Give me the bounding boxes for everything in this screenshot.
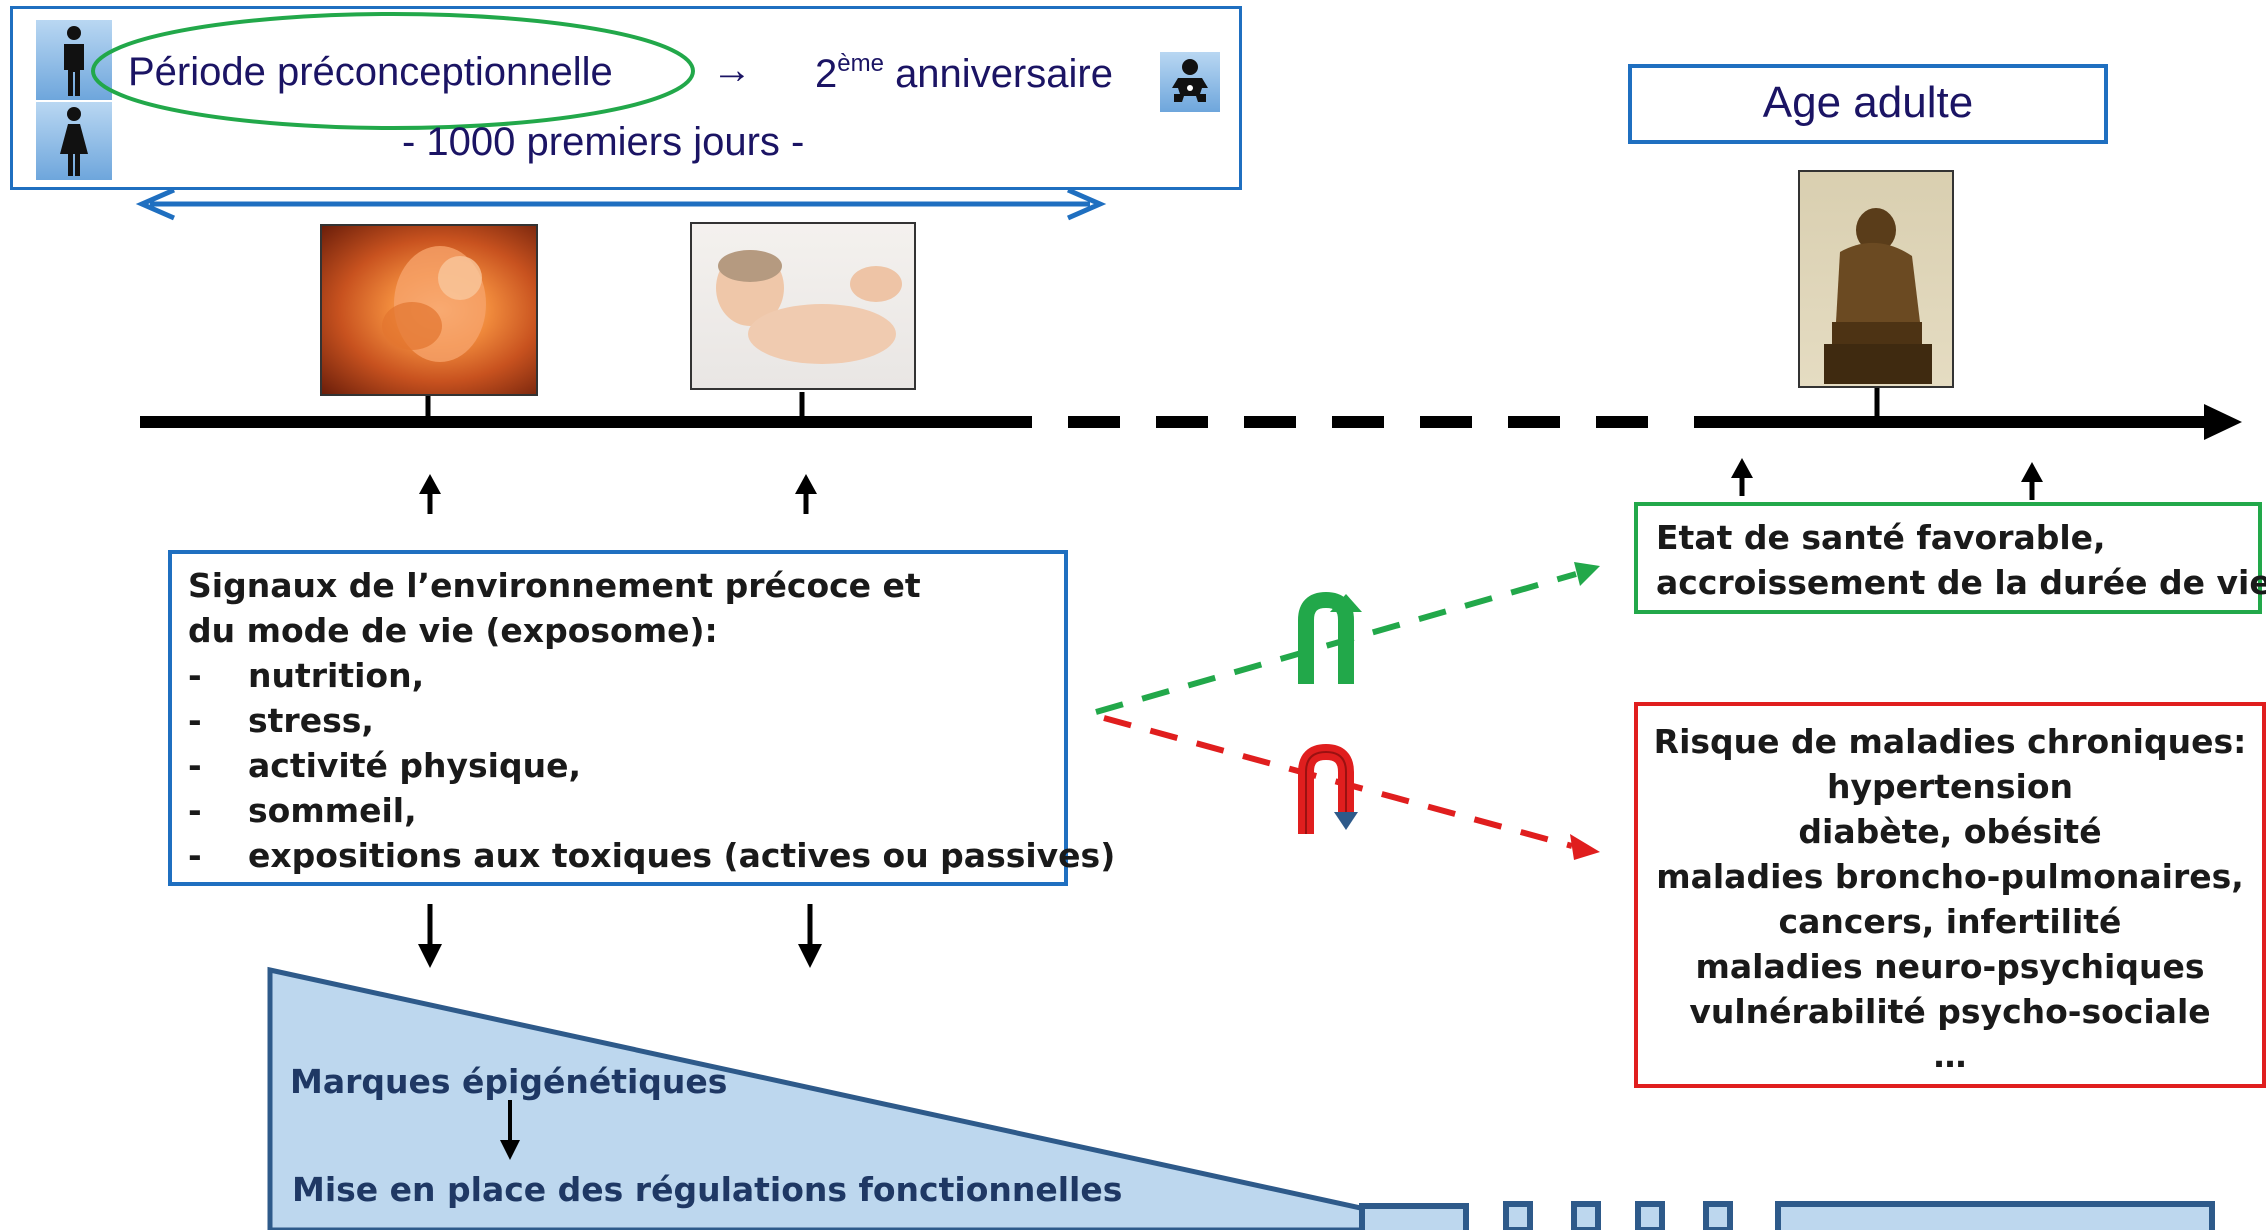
item-text: stress,: [248, 701, 374, 740]
risk-box: [1634, 702, 2266, 1088]
continuation-boxes: [1359, 1201, 2215, 1230]
anniv-word: anniversaire: [895, 52, 1113, 96]
anniv-number: 2: [815, 52, 838, 96]
red-curved-arrow-icon: [1298, 743, 1358, 834]
anniv-superscript: ème: [837, 50, 884, 77]
epigenetic-wedge: [267, 966, 1373, 1230]
signals-title-line2: du mode de vie (exposome):: [188, 611, 718, 650]
signals-title-line1: Signaux de l’environnement précoce et: [188, 566, 921, 605]
risk-line-4: maladies broncho-pulmonaires,: [1656, 857, 2244, 896]
epigenetic-marks-label: Marques épigénétiques: [290, 1062, 728, 1101]
risk-line-7: vulnérabilité psycho-sociale: [1689, 992, 2211, 1031]
favorable-dashed-arrow: [1095, 562, 1600, 715]
adult-box: [1628, 64, 2108, 144]
thousand-days-double-arrow: [135, 187, 1107, 221]
bullet: -: [188, 791, 202, 830]
up-arrows: [419, 458, 2043, 514]
risk-line-6: maladies neuro-psychiques: [1695, 947, 2205, 986]
signals-item-2: - stress,: [188, 701, 374, 740]
second-anniversary-label: 2ème anniversaire: [815, 50, 1113, 97]
item-text: expositions aux toxiques (actives ou pas…: [248, 836, 1116, 875]
period-arrow: →: [712, 48, 752, 92]
risk-line-8: …: [1933, 1036, 1967, 1075]
risk-line-5: cancers, infertilité: [1778, 902, 2122, 941]
signals-item-5: - expositions aux toxiques (actives ou pa…: [188, 836, 1115, 875]
functional-regulation-label: Mise en place des régulations fonctionne…: [292, 1170, 1123, 1209]
bullet: -: [188, 701, 202, 740]
item-text: activité physique,: [248, 746, 581, 785]
favorable-line2: accroissement de la durée de vie: [1656, 563, 2266, 602]
down-arrows: [418, 904, 822, 968]
baby-icon: [1160, 52, 1220, 112]
thinker-statue-photo: [1798, 170, 1954, 388]
green-curved-arrow-icon: [1298, 591, 1362, 684]
thousand-days-label: - 1000 premiers jours -: [402, 120, 805, 164]
risk-line-1: Risque de maladies chroniques:: [1653, 722, 2247, 761]
period-start-label: Période préconceptionnelle: [128, 50, 613, 94]
item-text: sommeil,: [248, 791, 417, 830]
favorable-line1: Etat de santé favorable,: [1656, 518, 2106, 557]
item-text: nutrition,: [248, 656, 425, 695]
signals-box: [168, 550, 1068, 886]
timeline-axis: [140, 388, 2242, 440]
risk-line-3: diabète, obésité: [1798, 812, 2102, 851]
signals-item-4: - sommeil,: [188, 791, 417, 830]
signals-item-3: - activité physique,: [188, 746, 581, 785]
baby-photo: [690, 222, 916, 390]
bullet: -: [188, 746, 202, 785]
adult-label: Age adulte: [1762, 78, 1974, 127]
favorable-box: [1634, 502, 2262, 614]
risk-line-2: hypertension: [1826, 767, 2074, 806]
embryo-photo: [320, 224, 538, 396]
bullet: -: [188, 836, 202, 875]
signals-item-1: - nutrition,: [188, 656, 424, 695]
bullet: -: [188, 656, 202, 695]
